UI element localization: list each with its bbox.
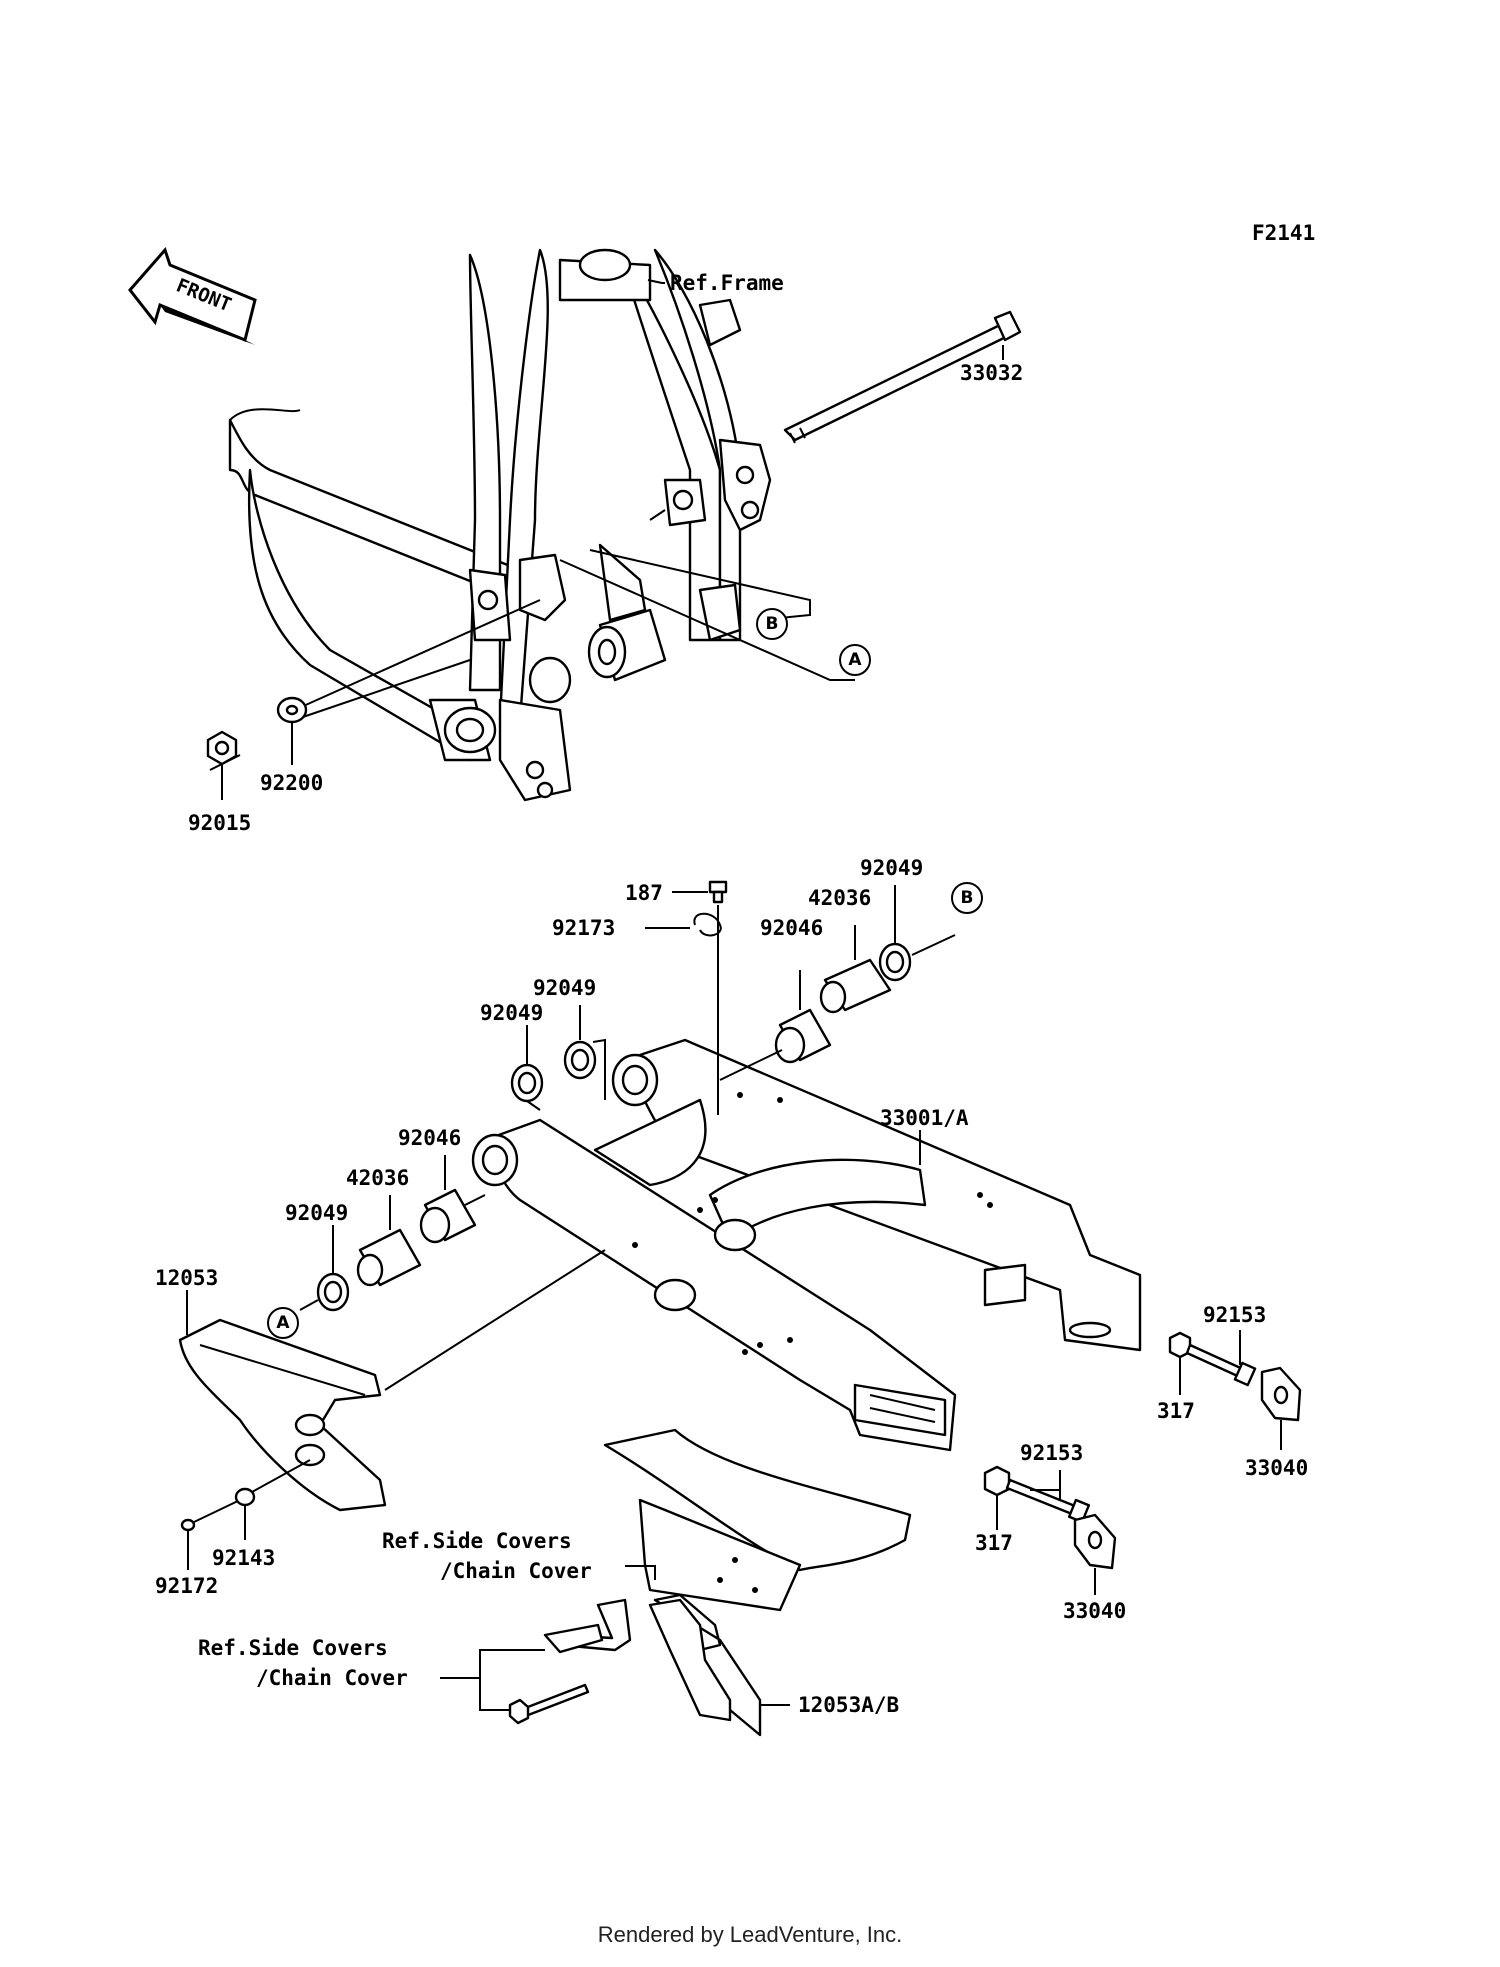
ref-side-covers-1-line2: /Chain Cover: [440, 1559, 592, 1583]
part-92173: 92173: [552, 916, 615, 940]
part-42036-low: 42036: [346, 1166, 409, 1190]
part-33001a: 33001/A: [880, 1106, 969, 1130]
nut-317-right: [1168, 1331, 1192, 1395]
part-92153-mid: 92153: [1020, 1441, 1083, 1465]
bolt-lower: [508, 1683, 590, 1725]
chain-cover-bracket-12053ab: [648, 1593, 790, 1737]
part-12053: 12053: [155, 1266, 218, 1290]
axle-33032: [783, 310, 1022, 444]
part-92172: 92172: [155, 1574, 218, 1598]
sleeve-42036-top: [819, 925, 892, 1014]
part-92015: 92015: [188, 811, 251, 835]
bearing-92046-top: [719, 970, 832, 1081]
nut-317-mid: [983, 1465, 1011, 1530]
side-cover-bracket: [543, 1598, 632, 1654]
clip-92173: [645, 912, 722, 937]
figure-code: F2141: [1252, 221, 1315, 245]
part-33040-right: 33040: [1245, 1456, 1308, 1480]
bolt-92153-right: [1185, 1330, 1257, 1387]
part-92046-low: 92046: [398, 1126, 461, 1150]
leader-ref-side-covers-1: [625, 1565, 656, 1575]
callout-a-mid: A: [267, 1307, 299, 1339]
bearing-92046-low: [419, 1155, 486, 1244]
part-92049-mid-right: 92049: [533, 976, 596, 1000]
part-33040-mid: 33040: [1063, 1599, 1126, 1623]
part-92049-mid-left: 92049: [480, 1001, 543, 1025]
seal-92049-mid-right: [563, 1005, 606, 1100]
part-92153-right: 92153: [1203, 1303, 1266, 1327]
part-317-mid: 317: [975, 1531, 1013, 1555]
part-92049-low: 92049: [285, 1201, 348, 1225]
chain-guide-12053: [178, 1249, 606, 1512]
callout-b-top: B: [756, 608, 788, 640]
part-92143: 92143: [212, 1546, 275, 1570]
leader-ref-side-covers-2: [440, 1677, 510, 1711]
seal-92049-low: [299, 1225, 350, 1312]
washer-92143: [234, 1459, 311, 1540]
ref-side-covers-1-line1: Ref.Side Covers: [382, 1529, 572, 1553]
svg-text:A: A: [276, 1313, 290, 1333]
ref-side-covers-2-line1: Ref.Side Covers: [198, 1636, 388, 1660]
front-arrow-icon: FRONT: [128, 247, 257, 345]
footer-credit: Rendered by LeadVenture, Inc.: [597, 1922, 903, 1947]
part-187: 187: [625, 881, 663, 905]
sleeve-42036-low: [356, 1195, 422, 1287]
callout-b-mid: B: [951, 882, 983, 914]
part-42036-top: 42036: [808, 886, 871, 910]
ref-side-covers-2-line2: /Chain Cover: [256, 1666, 408, 1690]
nut-92015: [206, 730, 238, 800]
seal-92049-mid-left: [510, 1025, 544, 1111]
screw-92172: [180, 1499, 241, 1570]
adjuster-plate-33040-right: [1260, 1366, 1302, 1450]
part-92046-top: 92046: [760, 916, 823, 940]
bolt-187: [672, 880, 728, 1115]
part-12053ab: 12053A/B: [798, 1693, 899, 1717]
bolt-92153-mid: [1005, 1470, 1091, 1524]
svg-text:B: B: [961, 888, 974, 908]
leader-ref-side-covers-3: [479, 1649, 545, 1678]
svg-text:A: A: [848, 650, 862, 670]
washer-92200: [276, 696, 308, 765]
chain-cover: [603, 1428, 912, 1612]
callout-a-top: A: [839, 644, 871, 676]
svg-text:B: B: [766, 614, 779, 634]
seal-92049-top: [878, 885, 956, 982]
frame-assembly: [209, 248, 855, 802]
ref-frame-label: Ref.Frame: [670, 271, 784, 295]
part-92200: 92200: [260, 771, 323, 795]
part-92049-top: 92049: [860, 856, 923, 880]
adjuster-plate-33040-mid: [1073, 1513, 1117, 1595]
part-33032: 33032: [960, 361, 1023, 385]
part-317-right: 317: [1157, 1399, 1195, 1423]
swingarm-33001: [471, 1038, 1142, 1452]
